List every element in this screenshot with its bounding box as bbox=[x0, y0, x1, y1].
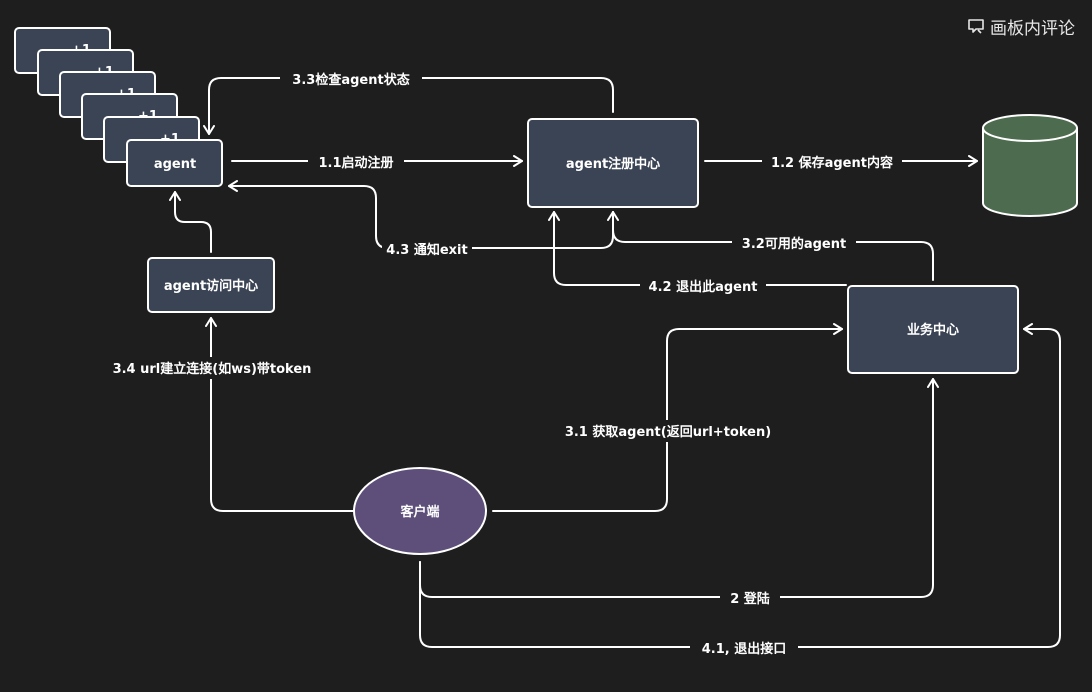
agent-node[interactable]: agent bbox=[126, 139, 223, 187]
edge-label-1-2: 1.2 保存agent内容 bbox=[771, 155, 893, 171]
agent-stack: +1 +1 +1 +1 +1 agent bbox=[14, 27, 223, 187]
svg-text:业务中心: 业务中心 bbox=[907, 322, 959, 338]
svg-text:agent注册中心: agent注册中心 bbox=[566, 156, 660, 172]
edge-label-3-1: 3.1 获取agent(返回url+token) bbox=[565, 424, 771, 440]
edge-labels: 3.3检查agent状态 1.1启动注册 1.2 保存agent内容 4.3 通… bbox=[100, 68, 902, 659]
svg-text:agent访问中心: agent访问中心 bbox=[164, 278, 258, 294]
edge-2 bbox=[419, 378, 939, 598]
svg-text:agent: agent bbox=[154, 157, 196, 172]
svg-text:客户端: 客户端 bbox=[400, 504, 439, 520]
registry-node[interactable]: agent注册中心 bbox=[527, 118, 699, 208]
comment-button[interactable]: 画板内评论 bbox=[966, 14, 1075, 39]
edge-label-4-2: 4.2 退出此agent bbox=[649, 279, 758, 295]
comment-label: 画板内评论 bbox=[990, 18, 1075, 39]
client-node[interactable]: 客户端 bbox=[353, 467, 487, 555]
edge-label-1-1: 1.1启动注册 bbox=[318, 155, 393, 171]
edge-4-3 bbox=[228, 180, 614, 249]
edge-label-3-4: 3.4 url建立连接(如ws)带token bbox=[113, 361, 312, 377]
edge-4-1 bbox=[419, 323, 1061, 648]
edge-label-4-3: 4.3 通知exit bbox=[386, 242, 467, 258]
comment-icon bbox=[966, 16, 986, 36]
access-node[interactable]: agent访问中心 bbox=[147, 257, 275, 313]
edge-label-3-2: 3.2可用的agent bbox=[742, 236, 846, 252]
database-node[interactable] bbox=[982, 114, 1078, 217]
edge-label-2: 2 登陆 bbox=[730, 591, 770, 607]
edge-label-4-1: 4.1, 退出接口 bbox=[702, 641, 787, 657]
edge-3-4 bbox=[205, 317, 354, 512]
edge-4-2 bbox=[548, 211, 847, 286]
business-node[interactable]: 业务中心 bbox=[847, 285, 1019, 374]
edge-label-3-3: 3.3检查agent状态 bbox=[292, 72, 409, 88]
edge-access-agent bbox=[169, 191, 212, 253]
